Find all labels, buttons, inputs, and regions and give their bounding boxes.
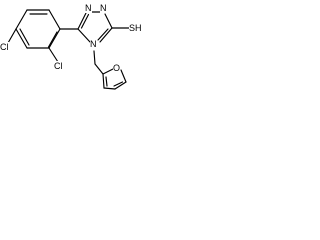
molecule-structure [7,9,130,90]
bond-furan-c5-c4-inner [113,81,124,87]
bond-furan-o-c5 [120,69,127,83]
bond-furan-c5-c4 [114,81,127,90]
bond-ring-c-inner [19,28,30,46]
bond-ring-a [48,28,61,49]
atom-label-thiol: SH [129,23,142,33]
bond-n4-c3 [77,28,91,43]
bond-ch2-furan [94,63,104,75]
bond-c3-n2 [77,12,87,30]
atom-label-n4: N [90,39,97,49]
bond-furan-c3-c2 [102,73,105,89]
bond-ring-d [15,9,28,30]
bond-ring-a-inner [47,31,58,48]
bond-c5-n4 [99,27,113,43]
bond-c3-n2-inner [80,13,90,29]
bond-ring-f [48,9,61,30]
bond-n1-c5 [104,13,113,29]
bond-furan-c2-o [102,68,114,75]
bond-ring-chlorine-ortho [48,47,59,63]
atom-label-n1: N [100,3,107,13]
bond-furan-c3-c2-inner [105,76,108,87]
bond-n4-ch2 [93,50,96,65]
atom-label-furan-oxygen: O [113,63,121,73]
bond-ring-chlorine-para [7,28,17,44]
atom-label-chlorine-ortho: Cl [54,61,63,71]
bond-furan-c4-c3 [103,87,116,90]
bond-ring-c [15,28,28,49]
atom-label-chlorine-para: Cl [0,42,9,52]
atom-label-n2: N [85,3,92,13]
bond-c5-n4-inner [97,28,109,41]
